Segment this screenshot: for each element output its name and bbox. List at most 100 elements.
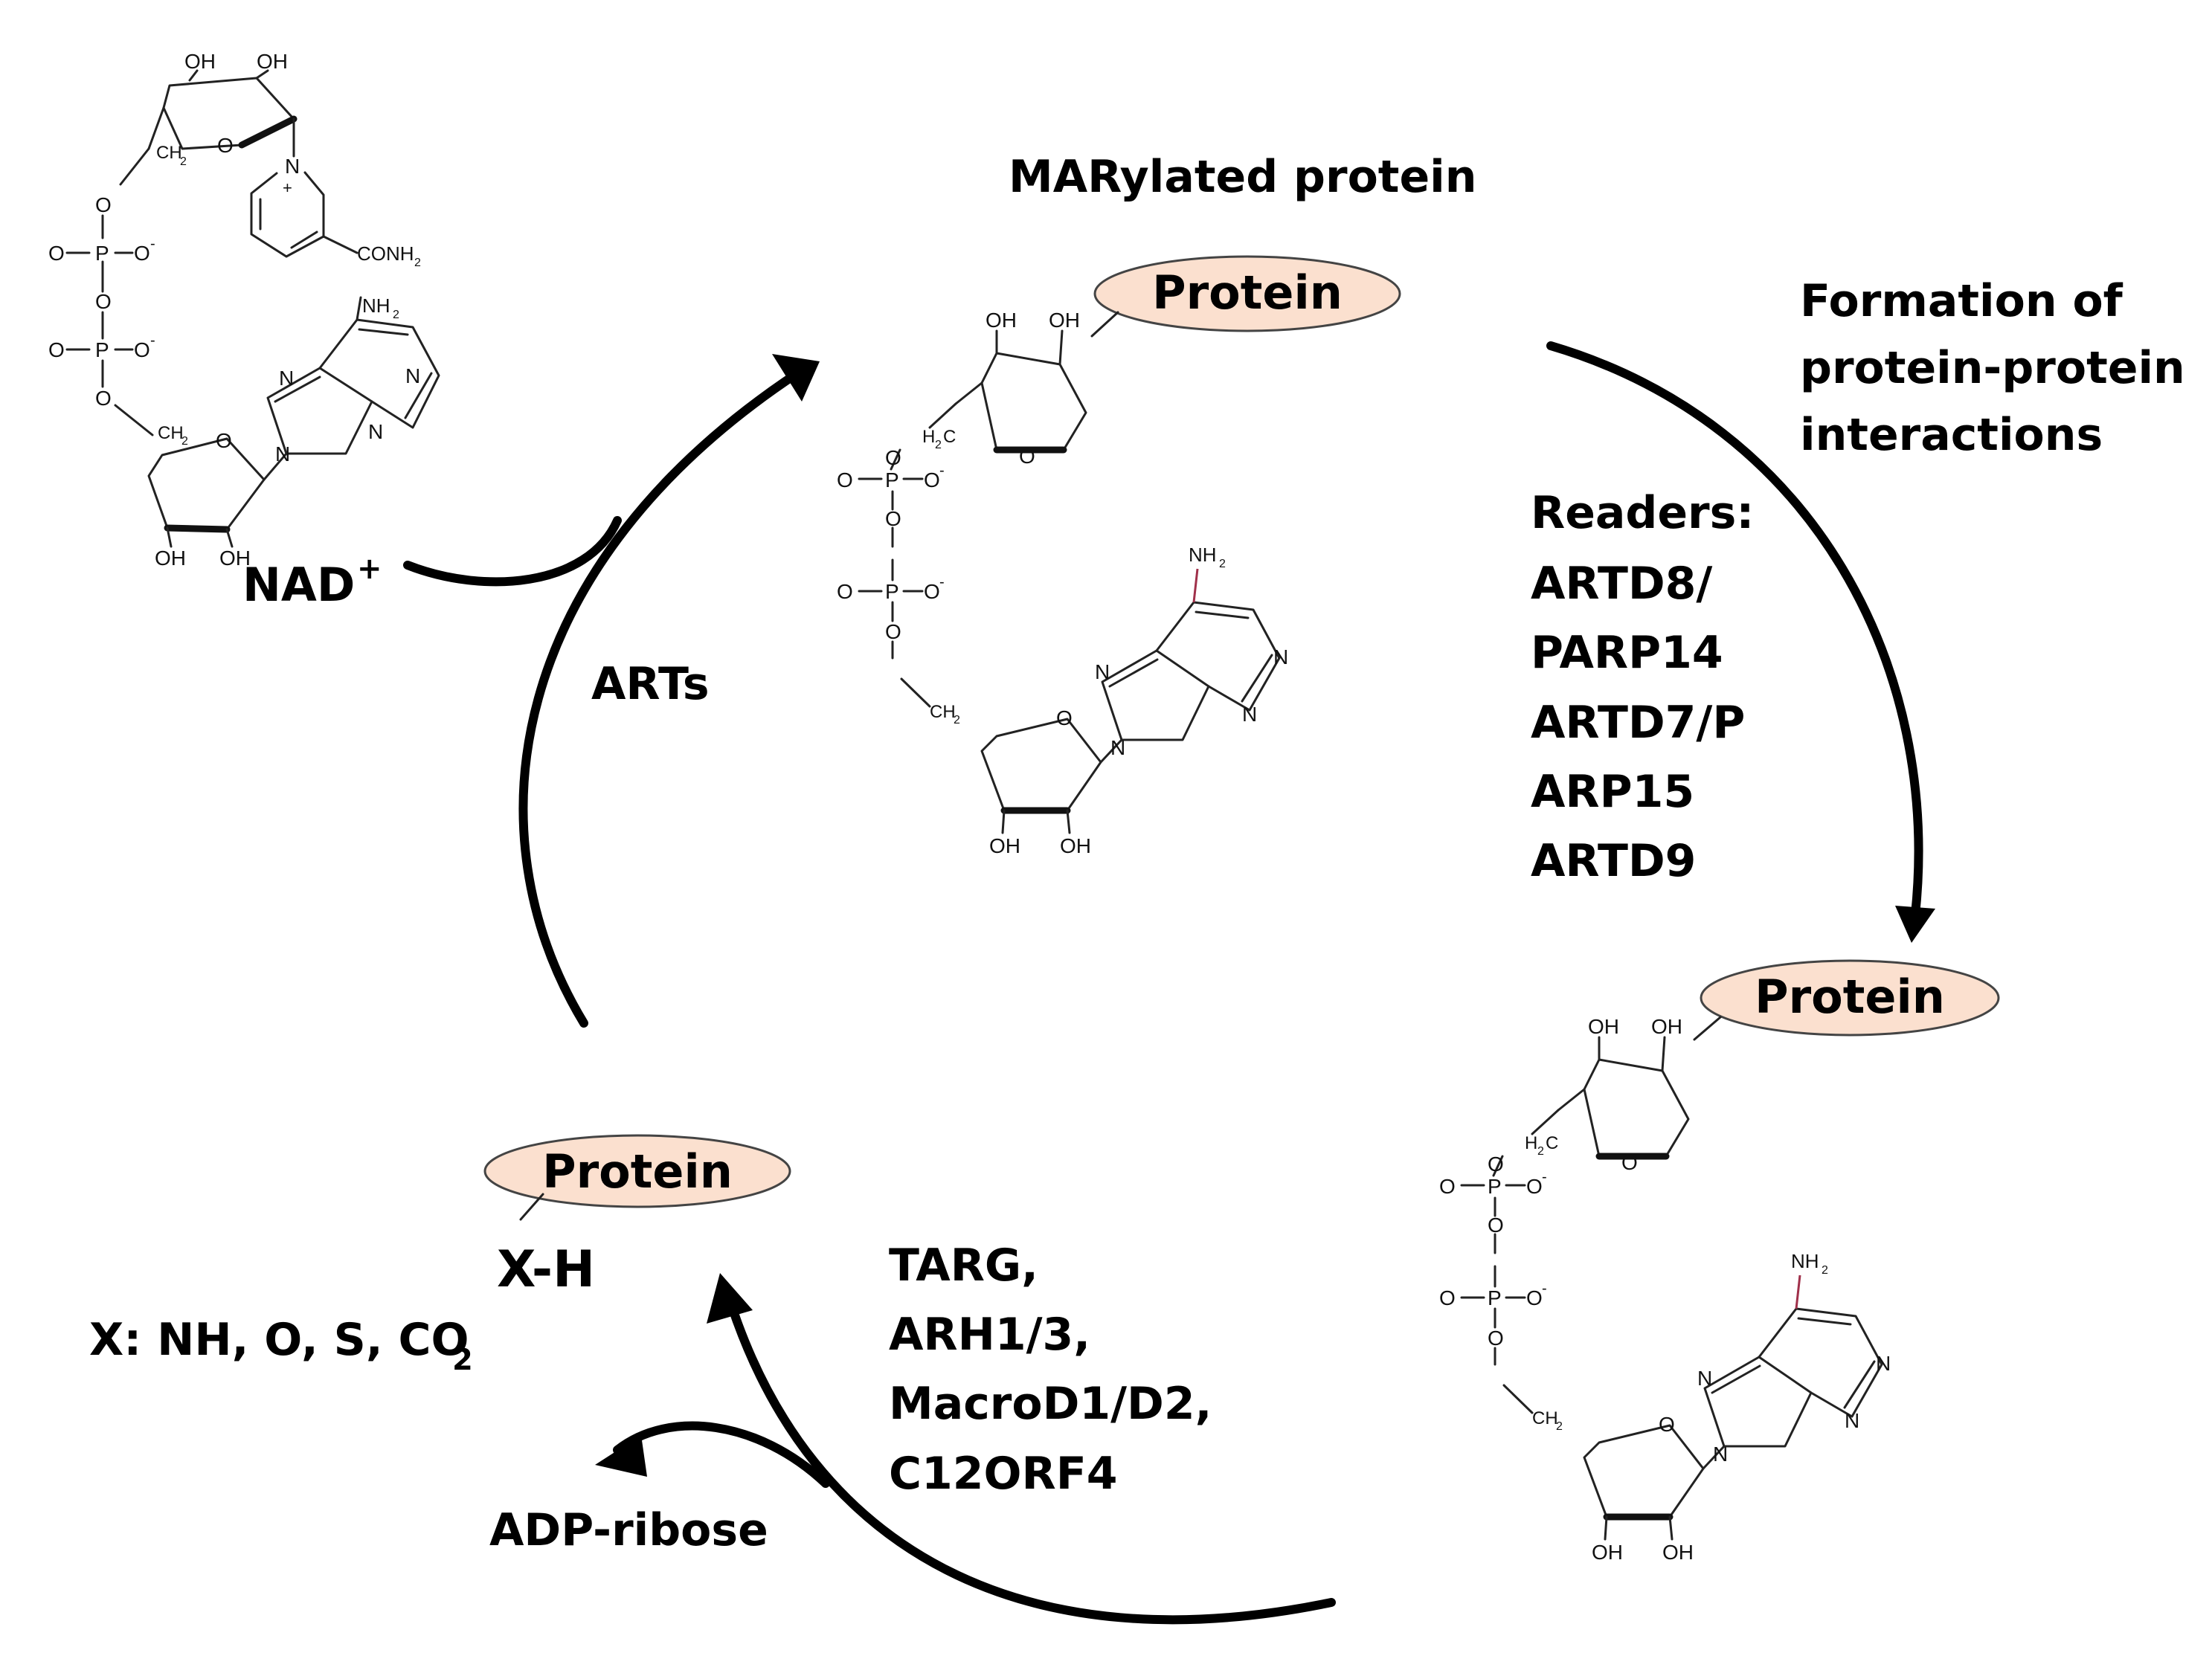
atom-label: NH — [1791, 1250, 1819, 1272]
atom-label: O — [1526, 1175, 1543, 1198]
atom-label: OH — [155, 547, 186, 570]
atom-label: O — [134, 242, 150, 265]
protein-label-left: Protein — [542, 1144, 733, 1199]
atom-label: N — [1110, 736, 1125, 759]
adp-ribose-arrowhead — [595, 1435, 647, 1477]
atom-label: OH — [989, 834, 1020, 857]
atom-label: CH — [156, 143, 182, 163]
reader-arrow — [1546, 341, 1923, 919]
atom-label: OH — [1060, 834, 1091, 857]
atom-label: P — [95, 338, 109, 361]
atom-label: O — [48, 338, 65, 361]
eraser-item-4: C12ORF4 — [889, 1448, 1117, 1500]
atom-label: OH — [257, 50, 288, 73]
atom-label: N — [1845, 1409, 1859, 1432]
protein-xh-bond — [519, 1193, 544, 1221]
xh-label: X-H — [497, 1240, 595, 1299]
arts-label: ARTs — [591, 658, 710, 710]
atom-label: 2 — [1556, 1420, 1563, 1433]
atom-label: NH — [1189, 544, 1217, 566]
atom-label: N — [1697, 1367, 1712, 1390]
adp-ribose-structure-center: OH OH O H 2 C O O P O - O O P O - O CH 2… — [837, 309, 1288, 857]
atom-label: + — [283, 178, 292, 197]
atom-label: C — [943, 427, 956, 447]
atom-label: N — [279, 367, 294, 390]
reader-item-2: PARP14 — [1531, 627, 1723, 679]
atom-label: O — [1488, 1153, 1504, 1176]
atom-label: N — [1713, 1443, 1728, 1466]
atom-label: N — [1095, 660, 1110, 683]
formation-line-2: protein-protein — [1800, 342, 2185, 394]
atom-label: - — [150, 236, 155, 252]
atom-label: O — [1019, 445, 1035, 468]
eraser-item-3: MacroD1/D2, — [889, 1378, 1212, 1430]
atom-label: O — [1488, 1327, 1504, 1350]
atom-label: CONH — [357, 242, 414, 265]
atom-label: N — [1876, 1352, 1891, 1375]
atom-label: O — [924, 580, 940, 603]
atom-label: O — [1659, 1413, 1675, 1436]
protein-node-top: Protein — [1093, 255, 1401, 332]
atom-label: O — [134, 338, 150, 361]
formation-line-1: Formation of — [1800, 275, 2123, 327]
marylated-protein-title: MARylated protein — [1009, 151, 1476, 203]
atom-label: 2 — [1537, 1145, 1544, 1158]
reader-item-5: ARTD9 — [1531, 835, 1696, 887]
atom-label: CH — [1532, 1408, 1558, 1428]
reader-item-1: ARTD8/ — [1531, 558, 1712, 610]
readers-heading: Readers: — [1531, 487, 1754, 539]
atom-label: O — [1439, 1175, 1456, 1198]
nad-input-arrow — [403, 516, 622, 587]
eraser-arrowhead — [707, 1273, 753, 1324]
atom-label: P — [885, 580, 899, 603]
atom-label: O — [1488, 1214, 1504, 1237]
atom-label: O — [1526, 1286, 1543, 1309]
atom-label: 2 — [935, 439, 942, 451]
atom-label: N — [1242, 703, 1257, 726]
arts-arrowhead — [772, 354, 820, 402]
atom-label: O — [216, 429, 232, 452]
atom-label: CH — [930, 702, 956, 722]
atom-label: O — [1621, 1151, 1638, 1174]
atom-label: OH — [986, 309, 1017, 332]
atom-label: O — [837, 468, 853, 492]
atom-label: - — [1542, 1280, 1547, 1297]
atom-label: 2 — [954, 714, 960, 726]
atom-label: O — [885, 620, 901, 643]
arts-cycle-arrow — [518, 367, 804, 1028]
reader-item-3: ARTD7/P — [1531, 697, 1745, 749]
eraser-arrow — [724, 1293, 1336, 1625]
atom-label: P — [1488, 1175, 1502, 1198]
atom-label: 2 — [393, 309, 399, 321]
atom-label: OH — [1662, 1541, 1694, 1564]
atom-label: O — [95, 193, 112, 216]
atom-label: N — [275, 442, 290, 465]
adp-ribose-structure-right: OH OH O H 2 C O O P O - O O P O - O CH 2… — [1439, 1015, 1891, 1564]
atom-label: N — [285, 155, 300, 178]
atom-label: 2 — [1822, 1264, 1828, 1277]
atom-label: - — [1542, 1169, 1547, 1185]
atom-label: - — [939, 463, 945, 479]
atom-label: N — [405, 364, 420, 387]
atom-label: H — [922, 427, 935, 447]
eraser-item-2: ARH1/3, — [889, 1309, 1090, 1361]
nad-label: NAD — [242, 558, 355, 612]
atom-label: N — [368, 420, 383, 443]
atom-label: OH — [1049, 309, 1080, 332]
atom-label: CH — [158, 423, 184, 443]
atom-label: O — [837, 580, 853, 603]
atom-label: 2 — [181, 435, 188, 448]
nad-charge: + — [357, 552, 382, 586]
atom-label: C — [1546, 1133, 1558, 1153]
eraser-item-1: TARG, — [889, 1240, 1038, 1292]
atom-label: N — [1273, 645, 1288, 668]
x-groups-label: X: NH, O, S, CO — [89, 1314, 469, 1366]
reader-item-4: ARP15 — [1531, 766, 1694, 818]
reader-arrowhead — [1895, 906, 1935, 943]
atom-label: O — [885, 507, 901, 530]
atom-label: OH — [1588, 1015, 1619, 1038]
protein-label-right: Protein — [1755, 970, 1945, 1024]
atom-label: P — [95, 242, 109, 265]
